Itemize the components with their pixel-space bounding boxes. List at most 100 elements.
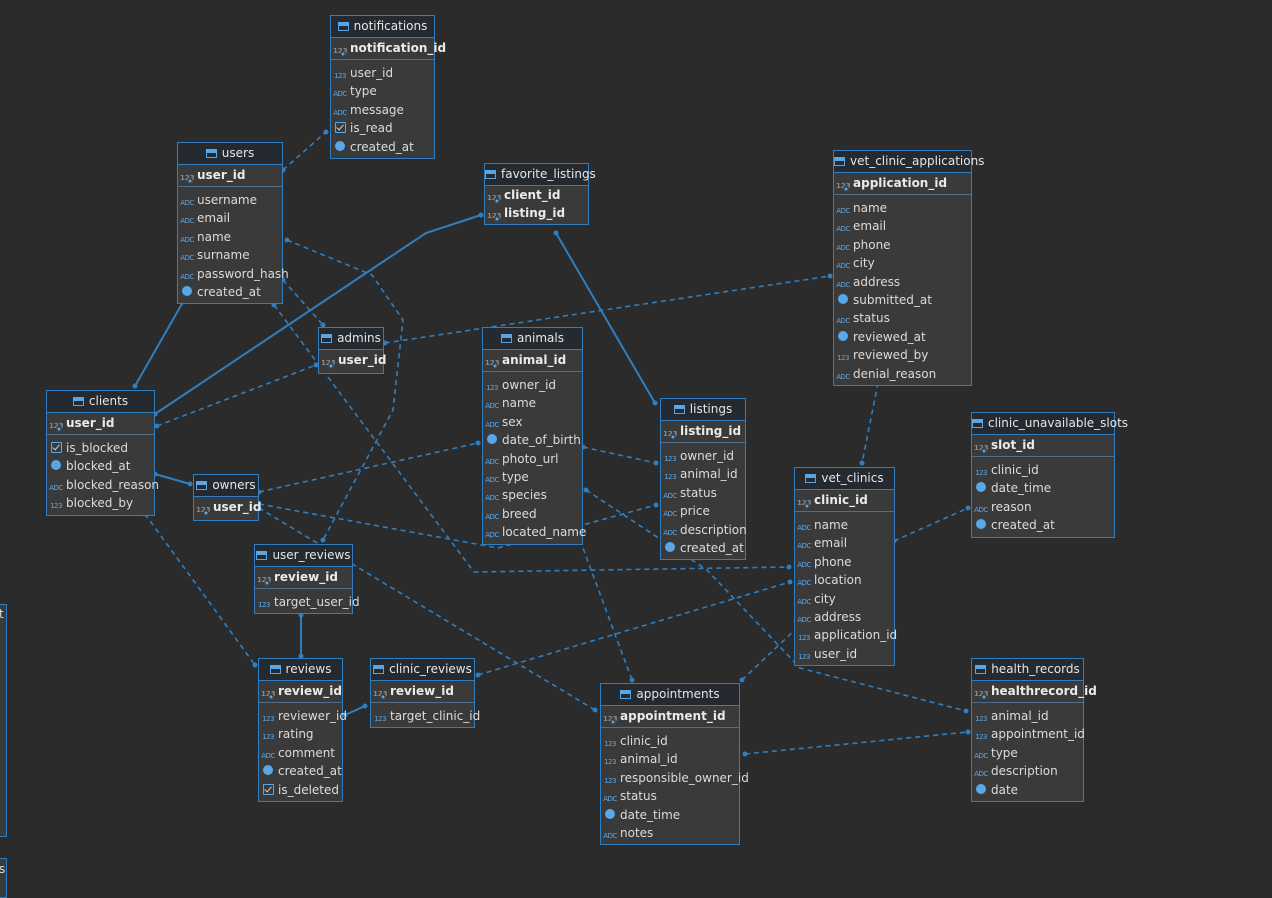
column-row[interactable]: created_at xyxy=(259,762,342,780)
column-row[interactable]: blocked_at xyxy=(47,457,154,475)
relationship-line[interactable] xyxy=(744,731,969,755)
entity-header[interactable]: notifications xyxy=(331,16,434,38)
relationship-line[interactable] xyxy=(273,304,790,573)
entity-header[interactable]: health_records xyxy=(972,659,1083,681)
entity-header[interactable]: appointments xyxy=(601,684,739,706)
relationship-line[interactable] xyxy=(258,442,479,493)
relationship-line[interactable] xyxy=(344,705,366,716)
entity-header[interactable]: owners xyxy=(194,475,258,497)
offscreen-entity-left-bottom[interactable]: s xyxy=(0,858,7,898)
relationship-line[interactable] xyxy=(384,275,831,344)
entity-header[interactable]: reviews xyxy=(259,659,342,681)
column-row[interactable]: is_read xyxy=(331,119,434,137)
column-row[interactable]: is_blocked xyxy=(47,439,154,457)
entity-header[interactable]: clients xyxy=(47,391,154,413)
entity-header[interactable]: animals xyxy=(483,328,582,350)
relationship-line[interactable] xyxy=(282,131,327,171)
entity-header[interactable]: vet_clinic_applications xyxy=(834,151,984,173)
relationship-line[interactable] xyxy=(134,301,184,387)
column-row[interactable]: date_time xyxy=(972,479,1114,497)
column-row[interactable]: date_time xyxy=(601,806,739,824)
relationship-line[interactable] xyxy=(555,232,656,404)
relationship-line[interactable] xyxy=(144,513,256,666)
column-row[interactable]: submitted_at xyxy=(834,291,971,309)
column-row[interactable]: date_of_birth xyxy=(483,431,582,449)
entity-header[interactable]: listings xyxy=(661,399,745,421)
relationship-line[interactable] xyxy=(582,446,657,464)
relationship-line[interactable] xyxy=(154,473,191,485)
relationship-line[interactable] xyxy=(286,239,404,541)
column-row[interactable]: created_at xyxy=(331,138,434,156)
entity-header[interactable]: clinic_unavailable_slots xyxy=(972,413,1128,435)
relationship-line[interactable] xyxy=(156,364,317,427)
offscreen-entity-left-top[interactable]: t xyxy=(0,604,7,837)
column-row[interactable]: date xyxy=(972,781,1083,799)
relationship-line[interactable] xyxy=(258,503,657,549)
entity-header[interactable]: admins xyxy=(319,328,383,350)
column-row[interactable]: created_at xyxy=(178,283,282,301)
